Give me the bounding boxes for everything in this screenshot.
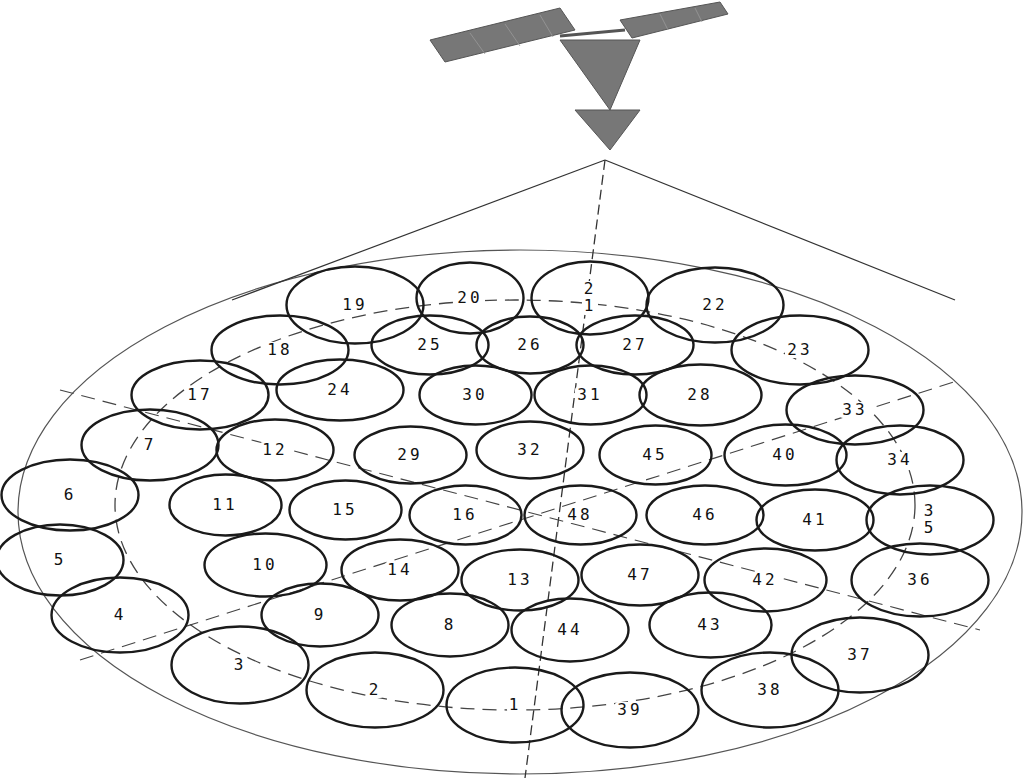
beam-spot: 24 <box>275 358 405 422</box>
beam-number: 36 <box>905 572 934 589</box>
beam-spot: 42 <box>703 547 828 613</box>
beam-number: 4 <box>112 607 129 624</box>
beam-number: 9 <box>312 607 329 624</box>
beam-spot: 48 <box>523 484 638 546</box>
beam-spot: 16 <box>408 484 523 546</box>
beam-spot: 29 <box>353 425 468 485</box>
beam-spot: 32 <box>475 420 585 480</box>
beam-spot: 38 <box>700 651 840 729</box>
beam-number: 11 <box>210 497 239 514</box>
beam-number: 24 <box>325 382 354 399</box>
beam-spot: 4 <box>50 576 190 654</box>
beam-spot: 8 <box>390 592 510 658</box>
beam-number: 29 <box>395 447 424 464</box>
beam-spot: 5 <box>0 523 125 597</box>
beam-number: 48 <box>565 507 594 524</box>
beam-spot: 46 <box>645 484 765 546</box>
beam-number: 12 <box>260 442 289 459</box>
beam-number: 13 <box>505 572 534 589</box>
beam-number: 44 <box>555 622 584 639</box>
beam-number: 25 <box>415 337 444 354</box>
beam-number: 23 <box>785 342 814 359</box>
beam-number: 7 <box>142 437 159 454</box>
beam-number: 27 <box>620 337 649 354</box>
beam-spot: 13 <box>460 548 580 612</box>
beam-spot: 39 <box>560 671 700 749</box>
beam-spot: 15 <box>288 479 403 541</box>
beam-number: 38 <box>755 682 784 699</box>
beam-spot: 28 <box>638 363 763 427</box>
beam-number: 14 <box>385 562 414 579</box>
beam-number: 43 <box>695 617 724 634</box>
beam-number: 1 <box>507 697 524 714</box>
beam-number: 19 <box>340 297 369 314</box>
beam-spot: 2 1 <box>530 260 650 336</box>
beam-number: 5 <box>52 552 69 569</box>
beam-number: 46 <box>690 507 719 524</box>
beam-spot: 36 <box>850 542 990 618</box>
beam-number: 17 <box>185 387 214 404</box>
beam-spot: 37 <box>790 616 930 694</box>
beam-number: 34 <box>885 452 914 469</box>
beam-number: 3 5 <box>922 503 939 537</box>
beam-spot: 34 <box>835 424 965 496</box>
beam-number: 6 <box>62 487 79 504</box>
beam-spot: 11 <box>168 473 283 537</box>
beam-spot: 22 <box>645 266 785 344</box>
beam-spot: 40 <box>723 423 848 487</box>
beam-number: 47 <box>625 567 654 584</box>
beam-number: 3 <box>232 657 249 674</box>
beam-number: 42 <box>750 572 779 589</box>
beam-number: 41 <box>800 512 829 529</box>
beam-number: 39 <box>615 702 644 719</box>
beam-number: 32 <box>515 442 544 459</box>
beam-spot: 6 <box>0 458 140 532</box>
beam-spot: 31 <box>533 364 648 426</box>
beam-number: 33 <box>840 402 869 419</box>
beam-spot: 18 <box>210 314 350 386</box>
beam-number: 2 <box>367 682 384 699</box>
beam-number: 30 <box>460 387 489 404</box>
beam-spot: 17 <box>130 359 270 431</box>
beam-spot: 3 <box>170 625 310 705</box>
beam-spot: 44 <box>510 597 630 663</box>
beam-number: 45 <box>640 447 669 464</box>
beam-spot: 2 <box>305 651 445 729</box>
beam-number: 40 <box>770 447 799 464</box>
beam-number: 15 <box>330 502 359 519</box>
beam-number: 37 <box>845 647 874 664</box>
beam-spot: 41 <box>755 488 875 552</box>
beam-spot: 1 <box>445 666 585 744</box>
beam-number: 26 <box>515 337 544 354</box>
beam-number: 22 <box>700 297 729 314</box>
beam-number: 31 <box>575 387 604 404</box>
beam-number: 2 1 <box>582 281 599 315</box>
beam-spot: 47 <box>580 543 700 607</box>
beam-number: 20 <box>455 290 484 307</box>
beam-spot: 14 <box>340 538 460 602</box>
beam-spot: 10 <box>203 532 328 598</box>
beam-number: 10 <box>250 557 279 574</box>
beam-number: 18 <box>265 342 294 359</box>
beam-spot: 12 <box>215 418 335 482</box>
beam-number: 8 <box>442 617 459 634</box>
beam-spot: 3 5 <box>865 484 995 556</box>
beam-number: 28 <box>685 387 714 404</box>
beam-number: 16 <box>450 507 479 524</box>
beam-spot: 45 <box>598 424 713 486</box>
beam-spot: 30 <box>418 364 533 426</box>
beam-spot: 19 <box>285 265 425 345</box>
